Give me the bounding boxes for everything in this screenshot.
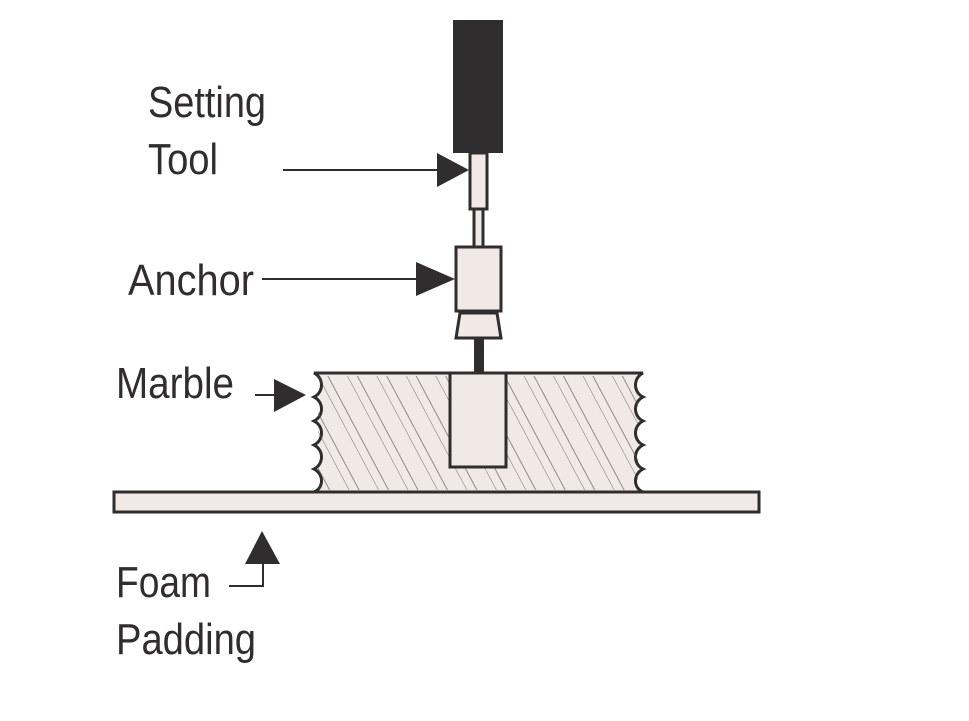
drilled-hole <box>448 371 508 469</box>
label-marble: Marble <box>116 359 234 408</box>
setting-tool <box>453 20 503 249</box>
anchor <box>454 245 503 373</box>
label-foam: Foam <box>116 558 211 607</box>
label-tool: Tool <box>148 135 218 184</box>
setting-tool-arrow <box>283 153 469 187</box>
foam-padding-board <box>112 490 761 514</box>
label-anchor: Anchor <box>128 256 254 305</box>
marble-arrow <box>255 379 306 412</box>
label-setting: Setting <box>148 78 266 127</box>
foam-padding-arrow <box>229 531 280 587</box>
label-padding: Padding <box>116 615 256 664</box>
anchor-arrow <box>262 262 455 296</box>
